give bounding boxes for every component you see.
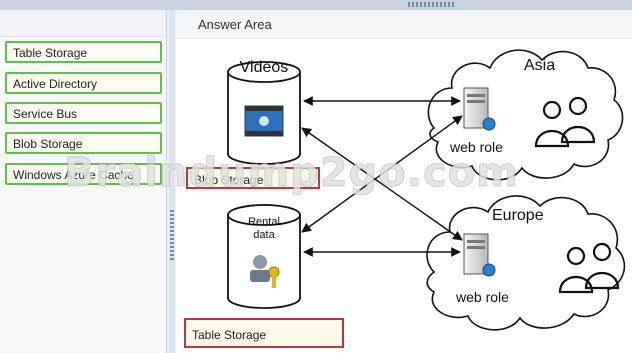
option-table-storage[interactable]: Table Storage [5, 41, 162, 63]
rental-data-storage-icon [227, 204, 301, 309]
rental-data-drop-target[interactable]: Table Storage [184, 318, 344, 348]
data-label: data [253, 229, 275, 241]
options-panel: Table Storage Active Directory Service B… [0, 10, 167, 353]
option-active-directory[interactable]: Active Directory [5, 72, 162, 94]
europe-users-icon [558, 242, 620, 294]
arrow-videos-europe [301, 127, 463, 241]
arrow-rental-asia [301, 115, 463, 233]
answer-header: Answer Area [176, 10, 632, 39]
options-header [0, 10, 166, 37]
answer-area-title: Answer Area [198, 17, 272, 32]
splitter-handle[interactable] [170, 210, 174, 260]
asia-web-role-server-icon [463, 87, 496, 131]
option-windows-azure-cache[interactable]: Windows Azure Cache [5, 163, 162, 185]
videos-storage-icon [227, 61, 301, 165]
videos-drop-target[interactable]: Blob Storage [186, 167, 320, 189]
asia-users-icon [534, 96, 596, 148]
option-service-bus[interactable]: Service Bus [5, 102, 162, 124]
rental-label: Rental [248, 216, 280, 228]
architecture-diagram: Videos Rental data [227, 49, 626, 331]
europe-label: Europe [492, 207, 544, 224]
europe-cloud [426, 195, 626, 331]
connection-arrows [301, 96, 463, 257]
panel-splitter[interactable] [169, 10, 175, 353]
asia-web-role-label: web role [449, 139, 503, 155]
asia-label: Asia [524, 57, 555, 74]
videos-label: Videos [240, 59, 289, 76]
answer-area: Answer Area Videos [176, 10, 632, 353]
top-bar [0, 0, 632, 10]
europe-web-role-label: web role [455, 289, 509, 305]
europe-web-role-server-icon [463, 233, 496, 277]
resize-grip[interactable] [408, 2, 454, 7]
option-blob-storage[interactable]: Blob Storage [5, 132, 162, 154]
asia-cloud [427, 49, 624, 181]
